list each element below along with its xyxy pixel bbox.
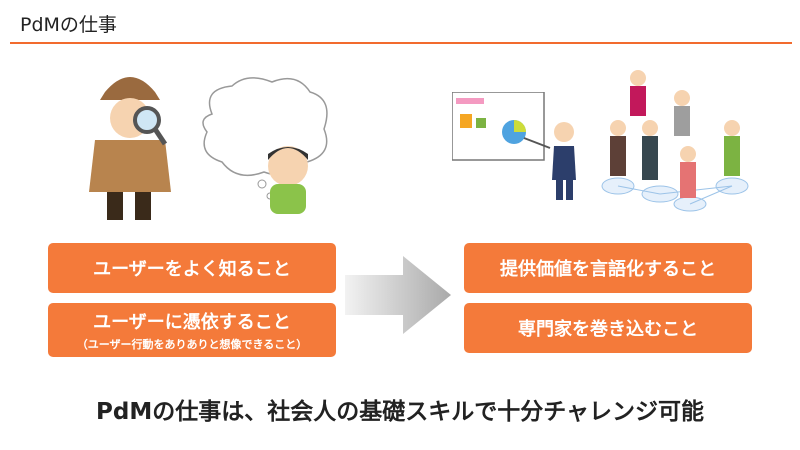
box-know-user-label: ユーザーをよく知ること: [93, 259, 291, 280]
box-verbalize-value-label: 提供価値を言語化すること: [500, 259, 716, 280]
title-underline: [10, 42, 792, 44]
box-involve-experts-label: 専門家を巻き込むこと: [518, 319, 698, 340]
right-arrow-icon: [345, 256, 451, 334]
presenter-illustration: [452, 92, 576, 200]
detective-illustration: [89, 77, 171, 220]
box-involve-experts: 専門家を巻き込むこと: [464, 303, 752, 353]
box-know-user: ユーザーをよく知ること: [48, 243, 336, 293]
network-people-illustration: [601, 70, 749, 212]
slide-title: PdMの仕事: [20, 14, 117, 36]
box-possess-user-sublabel: （ユーザー行動をありありと想像できること）: [76, 338, 308, 351]
box-possess-user: ユーザーに憑依すること （ユーザー行動をありありと想像できること）: [48, 303, 336, 357]
thought-bubble-illustration: [202, 77, 328, 214]
box-verbalize-value: 提供価値を言語化すること: [464, 243, 752, 293]
conclusion-text: PdMの仕事は、社会人の基礎スキルで十分チャレンジ可能: [96, 399, 704, 425]
box-possess-user-label: ユーザーに憑依すること: [93, 312, 291, 333]
